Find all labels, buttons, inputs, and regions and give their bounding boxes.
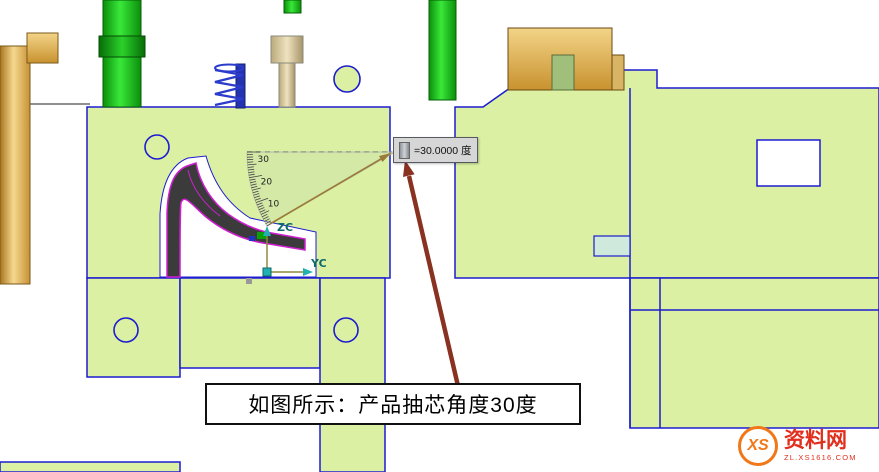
screw-shaft (278, 62, 296, 108)
yc-arrowhead (303, 268, 313, 276)
protractor-tick-label: 10 (268, 200, 280, 210)
callout-arrow-shaft (406, 175, 461, 387)
zc-arrowhead (263, 226, 271, 236)
pillar-cap-block[interactable] (26, 32, 59, 64)
watermark-logo-text: XS (747, 437, 769, 454)
protractor-tick-label: 30 (257, 155, 269, 165)
shoulder-screw[interactable] (270, 35, 304, 108)
clamp-inner-column (551, 54, 575, 91)
datum-marker (246, 278, 252, 284)
return-spring[interactable] (214, 63, 246, 109)
guide-bushing[interactable] (333, 65, 361, 93)
plate-lower-left[interactable] (86, 277, 181, 378)
callout-arrow (403, 160, 461, 387)
tan-components (0, 27, 625, 285)
yc-axis-label: YC (310, 257, 327, 270)
caption-text: 如图所示：产品抽芯角度30度 (248, 394, 538, 417)
clamp-step (611, 54, 625, 91)
watermark-site-name: 资料网 (784, 429, 847, 453)
plate-center-column[interactable] (319, 277, 386, 472)
watermark-text-block: 资料网 ZL.XS1616.COM (784, 430, 857, 462)
slider-detail (257, 232, 267, 239)
green-pins (98, 0, 457, 108)
angle-leader-line (269, 152, 392, 225)
guide-pillar-right[interactable] (428, 0, 457, 101)
leader-arrowhead (379, 153, 391, 162)
angle-measurement-box[interactable]: =30.0000 度 (393, 137, 478, 163)
plate-bottom-strip[interactable] (0, 461, 181, 472)
caption-box: 如图所示：产品抽芯角度30度 (205, 383, 581, 425)
pin-stub[interactable] (283, 0, 302, 14)
callout-arrowhead (403, 160, 415, 177)
product-profile[interactable] (166, 162, 306, 278)
plate-lower-center[interactable] (179, 277, 321, 369)
mold-plates (0, 65, 879, 472)
watermark-url: ZL.XS1616.COM (784, 453, 857, 463)
support-pillar[interactable] (0, 45, 31, 285)
guide-pillar-cap[interactable] (98, 35, 146, 58)
plate-lower-right[interactable] (629, 277, 879, 429)
slider-detail (249, 236, 255, 241)
triad-origin[interactable] (262, 267, 272, 277)
measurement-tag-icon (399, 141, 410, 159)
screw-head (270, 35, 304, 64)
insert-block[interactable] (593, 235, 631, 257)
bolt-hole (113, 317, 139, 343)
protractor-tick-label: 20 (261, 178, 273, 188)
spring-coils (214, 68, 244, 107)
protractor: 30 20 10 (246, 151, 397, 227)
angle-value: =30.0000 度 (414, 144, 472, 157)
plate-step-notch (756, 139, 821, 187)
watermark: XS 资料网 ZL.XS1616.COM (738, 426, 857, 466)
zc-axis-label: ZC (277, 221, 293, 234)
watermark-logo-icon: XS (738, 426, 778, 466)
product-rib-line (187, 169, 221, 217)
coordinate-triad: ZC YC (246, 221, 327, 284)
product-part[interactable] (166, 162, 306, 278)
bolt-hole (144, 134, 170, 160)
bolt-hole (333, 317, 359, 343)
